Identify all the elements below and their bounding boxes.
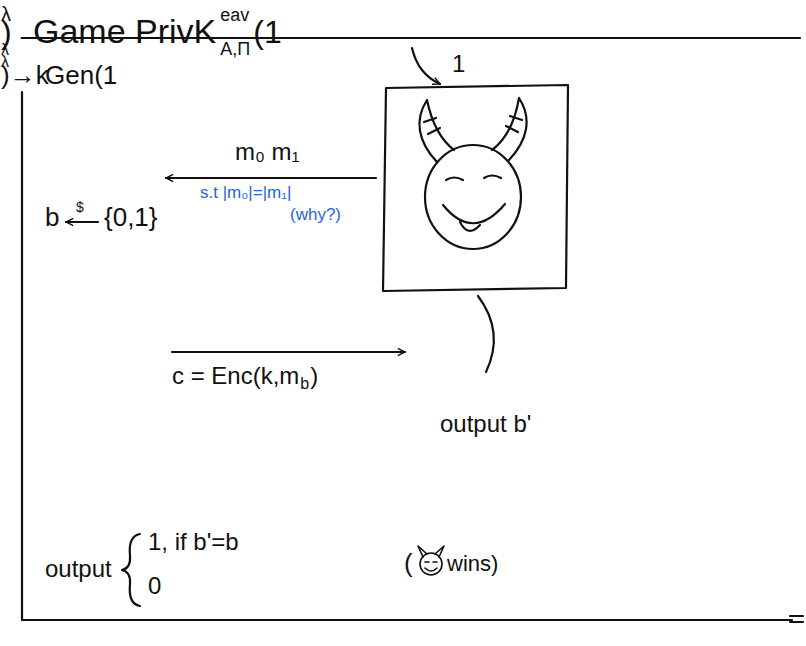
- game-output: output: [45, 557, 112, 581]
- devil-icon: [418, 546, 444, 575]
- ciphertext-arrow: [172, 351, 405, 353]
- frame-left: [21, 92, 23, 620]
- frame-end-mark: [790, 621, 803, 623]
- constraint-note: s.t |m₀|=|m₁|: [200, 184, 291, 201]
- ciphertext-label: c = Enc(k,m: [172, 364, 299, 388]
- bit-variable: b: [45, 204, 59, 230]
- frame-end-mark: [790, 615, 803, 617]
- subscript: A,Π: [220, 40, 250, 58]
- message-label: m₀ m₁: [235, 140, 300, 164]
- title: Game PrivK: [33, 14, 216, 48]
- adversary-output: output b': [440, 412, 531, 436]
- bit-set: {0,1}: [104, 204, 158, 230]
- win-note: wins): [447, 553, 498, 575]
- output-case: 1, if b'=b: [148, 530, 239, 554]
- sample-arrow: [66, 221, 98, 223]
- superscript: eav: [220, 6, 249, 24]
- devil-face: [419, 98, 526, 249]
- adversary-box: [383, 85, 568, 291]
- random-symbol: $: [76, 200, 84, 214]
- output-case: 0: [148, 574, 161, 598]
- question-note: (why?): [290, 206, 341, 223]
- key-generation: )→k: [1, 62, 49, 88]
- brace: [122, 534, 140, 606]
- frame-bottom: [22, 619, 792, 621]
- output-curve: [478, 296, 494, 372]
- message-arrow: [166, 177, 376, 179]
- subscript: b: [300, 376, 309, 392]
- win-note: (: [404, 550, 413, 576]
- input-arrow: [412, 48, 440, 84]
- title-argument: (1: [253, 16, 281, 48]
- input-value: 1: [452, 52, 465, 76]
- key-generation: Gen(1: [45, 62, 117, 88]
- ciphertext-label: ): [310, 364, 318, 388]
